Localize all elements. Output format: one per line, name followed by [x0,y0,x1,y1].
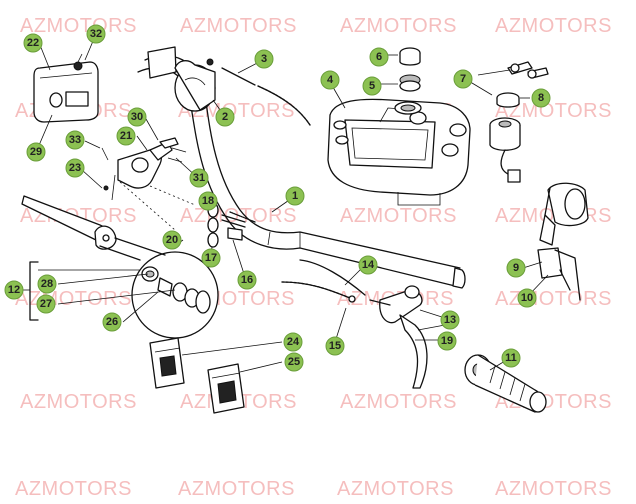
svg-text:11: 11 [505,352,517,364]
callout-8[interactable]: 8 [531,88,551,108]
watermark: AZMOTORS [180,15,297,37]
watermark: AZMOTORS [340,205,457,227]
watermark: AZMOTORS [340,391,457,413]
svg-text:24: 24 [287,336,300,348]
svg-text:27: 27 [40,298,52,310]
watermark: AZMOTORS [337,478,454,500]
callout-1[interactable]: 1 [285,186,305,206]
clutch-lever [281,259,428,389]
watermark: AZMOTORS [495,100,612,122]
svg-text:19: 19 [441,335,453,347]
svg-text:12: 12 [8,284,20,296]
svg-text:17: 17 [205,252,217,264]
svg-text:20: 20 [166,234,178,246]
svg-text:13: 13 [444,314,456,326]
callout-3[interactable]: 3 [254,49,274,69]
callout-21[interactable]: 21 [116,126,136,146]
brake-assembly [101,137,196,231]
throttle-housing [147,46,216,112]
handlebar [137,55,466,289]
svg-text:6: 6 [376,51,382,63]
callout-26[interactable]: 26 [102,312,122,332]
svg-text:14: 14 [362,259,375,271]
svg-text:9: 9 [513,262,519,274]
svg-text:18: 18 [202,195,214,207]
callout-7[interactable]: 7 [453,69,473,89]
svg-text:21: 21 [120,130,132,142]
front-brake-lever [21,195,117,250]
callout-11[interactable]: 11 [501,348,521,368]
svg-text:31: 31 [193,172,205,184]
svg-text:23: 23 [69,162,81,174]
callout-31[interactable]: 31 [189,168,209,188]
watermark: AZMOTORS [15,288,132,310]
callout-16[interactable]: 16 [237,270,257,290]
watermark: AZMOTORS [20,15,137,37]
callout-15[interactable]: 15 [325,336,345,356]
svg-text:1: 1 [292,190,298,202]
svg-text:3: 3 [261,53,267,65]
callout-24[interactable]: 24 [283,332,303,352]
throttle-cable [221,67,311,126]
svg-text:7: 7 [460,73,466,85]
watermark: AZMOTORS [340,15,457,37]
group-bracket [29,261,140,321]
callout-6[interactable]: 6 [369,47,389,67]
callout-25[interactable]: 25 [284,352,304,372]
watermark: AZMOTORS [495,288,612,310]
callout-17[interactable]: 17 [201,248,221,268]
callout-14[interactable]: 14 [358,255,378,275]
svg-text:2: 2 [222,111,228,123]
callout-13[interactable]: 13 [440,310,460,330]
parts-bags [149,337,245,414]
watermark: AZMOTORS [20,391,137,413]
left-switch [537,182,589,301]
svg-text:33: 33 [69,134,81,146]
svg-text:4: 4 [327,74,334,86]
svg-text:16: 16 [241,274,253,286]
watermark: AZMOTORS [178,478,295,500]
callout-18[interactable]: 18 [198,191,218,211]
watermark: AZMOTORS [495,478,612,500]
svg-text:26: 26 [106,316,118,328]
svg-text:32: 32 [90,28,102,40]
svg-text:22: 22 [27,37,39,49]
callout-9[interactable]: 9 [506,258,526,278]
callouts: 1 2 3 4 5 6 7 8 9 10 11 12 13 14 15 16 1… [4,24,551,372]
svg-text:25: 25 [288,356,300,368]
callout-2[interactable]: 2 [215,107,235,127]
dashboard [327,98,471,206]
svg-text:29: 29 [30,146,42,158]
callout-4[interactable]: 4 [320,70,340,90]
callout-10[interactable]: 10 [517,288,537,308]
svg-text:8: 8 [538,92,544,104]
watermarks: AZMOTORS AZMOTORS AZMOTORS AZMOTORS AZMO… [15,15,612,500]
callout-20[interactable]: 20 [162,230,182,250]
watermark: AZMOTORS [495,15,612,37]
svg-text:5: 5 [369,80,375,92]
svg-text:15: 15 [329,340,341,352]
ignition-switch [489,61,549,183]
svg-text:30: 30 [131,111,143,123]
svg-text:10: 10 [521,292,533,304]
callout-12[interactable]: 12 [4,280,24,300]
callout-28[interactable]: 28 [37,274,57,294]
callout-19[interactable]: 19 [437,331,457,351]
callout-27[interactable]: 27 [36,294,56,314]
watermark: AZMOTORS [15,478,132,500]
key-rings [394,47,422,115]
callout-33[interactable]: 33 [65,130,85,150]
callout-30[interactable]: 30 [127,107,147,127]
svg-text:28: 28 [41,278,53,290]
callout-23[interactable]: 23 [65,158,85,178]
callout-22[interactable]: 22 [23,33,43,53]
callout-5[interactable]: 5 [362,76,382,96]
callout-29[interactable]: 29 [26,142,46,162]
master-cylinder [33,53,99,123]
callout-32[interactable]: 32 [86,24,106,44]
